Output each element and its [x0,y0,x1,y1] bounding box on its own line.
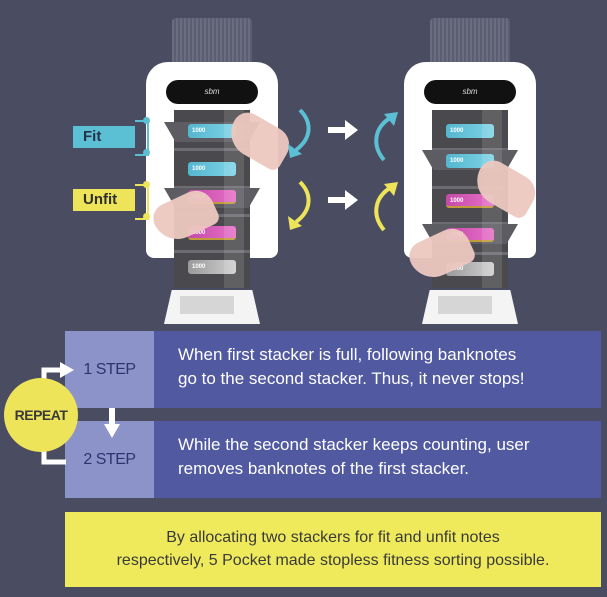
banknote-unfit: 1000 [446,194,494,208]
repeat-badge: REPEAT [4,378,78,452]
fit-dot [143,117,150,124]
brand-display: sbm [424,80,516,104]
fit-dot [143,149,150,156]
stacker-shelf [174,186,250,189]
step-2-row: 2 STEP While the second stacker keeps co… [65,421,601,498]
brand-display: sbm [166,80,258,104]
unfit-dot [143,213,150,220]
unfit-bracket [135,184,149,220]
banknote-machine-right: sbm 1000 1000 1000 1000 1000 [404,18,542,324]
step-2-line-1: While the second stacker keeps counting,… [178,435,530,454]
arrow-right-icon [328,190,358,210]
banknote-reject: 1000 [188,260,236,274]
summary-box: By allocating two stackers for fit and u… [65,512,601,587]
curved-arrow-up-icon [374,112,398,162]
banknote-machine-left: sbm 1000 1000 1000 1000 1000 [146,18,296,324]
stacker-shelf [174,148,250,151]
step-1-line-1: When first stacker is full, following ba… [178,345,517,364]
step-1-description: When first stacker is full, following ba… [154,331,601,408]
fit-label: Fit [73,126,135,148]
stacker-spine [224,110,244,288]
output-tray-inner [180,296,234,314]
stacker-window: 1000 1000 1000 1000 1000 [164,110,260,288]
step-1-row: 1 STEP When first stacker is full, follo… [65,331,601,408]
stacker-shelf [432,186,508,189]
summary-line-1: By allocating two stackers for fit and u… [166,529,500,546]
summary-line-2: respectively, 5 Pocket made stopless fit… [116,552,550,569]
banknote-fit: 1000 [446,124,494,138]
stacker-shelf [174,250,250,253]
banknote-fit: 1000 [188,162,236,176]
curved-arrow-up-icon [374,182,398,232]
unfit-dot [143,181,150,188]
arrow-right-icon [328,120,358,140]
unfit-label: Unfit [73,189,135,211]
banknote-fit: 1000 [188,124,236,138]
step-2-label: 2 STEP [65,421,154,498]
stacker-shelf [432,222,508,225]
step-1-label: 1 STEP [65,331,154,408]
arrow-down-icon [104,408,120,438]
step-2-line-2: removes banknotes of the first stacker. [178,459,470,478]
fit-bracket [135,120,149,156]
curved-arrow-down-icon [288,108,311,158]
step-1-line-2: go to the second stacker. Thus, it never… [178,369,525,388]
stacker-shelf [432,148,508,151]
curved-arrow-down-icon [288,180,311,230]
output-tray-inner [438,296,492,314]
step-2-description: While the second stacker keeps counting,… [154,421,601,498]
